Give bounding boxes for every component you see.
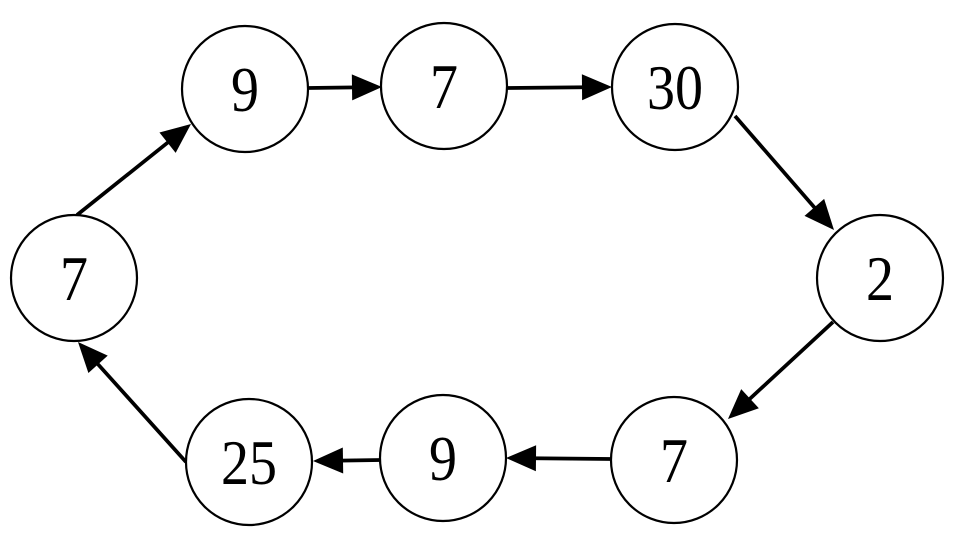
graph-node-5 bbox=[609, 395, 739, 525]
graph-edge-arrowhead-7 bbox=[78, 342, 108, 373]
graph-edge-7 bbox=[94, 360, 188, 464]
graph-edge-1 bbox=[307, 85, 357, 90]
graph-node-label-1: 9 bbox=[231, 54, 259, 125]
graph-node-label-2: 7 bbox=[430, 51, 458, 122]
graph-node-label-3: 30 bbox=[647, 52, 703, 123]
graph-node-label-4: 2 bbox=[866, 243, 894, 314]
graph-edge-arrowhead-2 bbox=[581, 74, 612, 101]
graph-node-0 bbox=[9, 213, 139, 343]
graph-node-label-7: 25 bbox=[221, 427, 277, 498]
graph-node-label-5: 7 bbox=[660, 425, 688, 496]
graph-edge-2 bbox=[506, 85, 587, 90]
graph-edge-arrowhead-1 bbox=[351, 74, 382, 101]
graph-node-4 bbox=[815, 213, 945, 343]
graph-edge-4 bbox=[745, 320, 835, 403]
graph-edge-0 bbox=[75, 138, 172, 217]
graph-edge-arrowhead-5 bbox=[506, 445, 537, 472]
graph-node-1 bbox=[180, 24, 310, 154]
graph-edge-3 bbox=[733, 114, 819, 212]
graph-edge-6 bbox=[338, 458, 382, 463]
graph-edge-arrowhead-3 bbox=[804, 198, 834, 230]
graph-node-label-6: 9 bbox=[429, 423, 457, 494]
graph-edge-5 bbox=[531, 456, 612, 461]
graph-node-2 bbox=[379, 21, 509, 151]
graph-node-7 bbox=[184, 397, 314, 527]
graph-edge-arrowhead-6 bbox=[313, 447, 344, 474]
graph-node-label-0: 7 bbox=[60, 243, 88, 314]
graph-node-6 bbox=[378, 393, 508, 523]
graph-edge-arrowhead-0 bbox=[159, 124, 191, 153]
graph-node-3 bbox=[610, 22, 740, 152]
graph-edge-arrowhead-4 bbox=[728, 389, 759, 419]
